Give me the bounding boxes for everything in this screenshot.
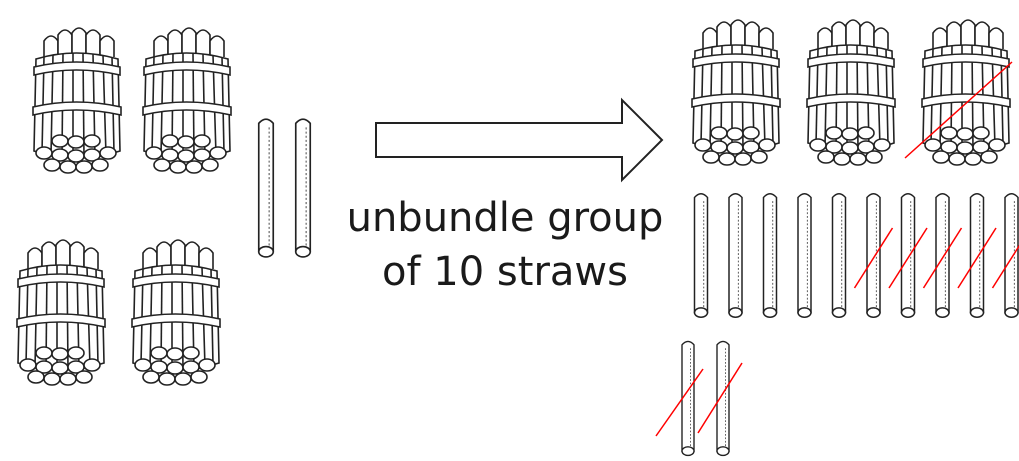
bundle-of-10-straws-icon: [807, 20, 895, 165]
single-straw-icon: [682, 341, 694, 455]
right-arrow-icon: [376, 100, 662, 180]
single-straw-icon: [867, 194, 880, 318]
bundle-of-10-straws-icon: [33, 28, 121, 173]
unbundled-straws: [695, 194, 1019, 318]
single-straw-icon: [729, 194, 742, 318]
bundle-of-10-straws-icon: [17, 240, 105, 385]
bundle-of-10-straws-icon: [143, 28, 231, 173]
caption-line-1: unbundle group: [340, 195, 670, 241]
single-straw-icon: [833, 194, 846, 318]
single-straw-icon: [971, 194, 984, 318]
single-straw-icon: [902, 194, 915, 318]
single-straw-icon: [695, 194, 708, 318]
single-straw-icon: [1005, 194, 1018, 318]
single-straw-icon: [764, 194, 777, 318]
bundle-of-10-straws-icon: [132, 240, 220, 385]
single-straw-icon: [798, 194, 811, 318]
bundle-of-10-straws-icon: [692, 20, 780, 165]
single-straw-icon: [296, 119, 311, 257]
cross-out-mark: [656, 369, 703, 436]
caption-line-2: of 10 straws: [340, 249, 670, 295]
bundle-of-10-straws-icon: [922, 20, 1010, 165]
single-straw-icon: [259, 119, 274, 257]
single-straw-icon: [936, 194, 949, 318]
single-straw-icon: [717, 341, 729, 455]
